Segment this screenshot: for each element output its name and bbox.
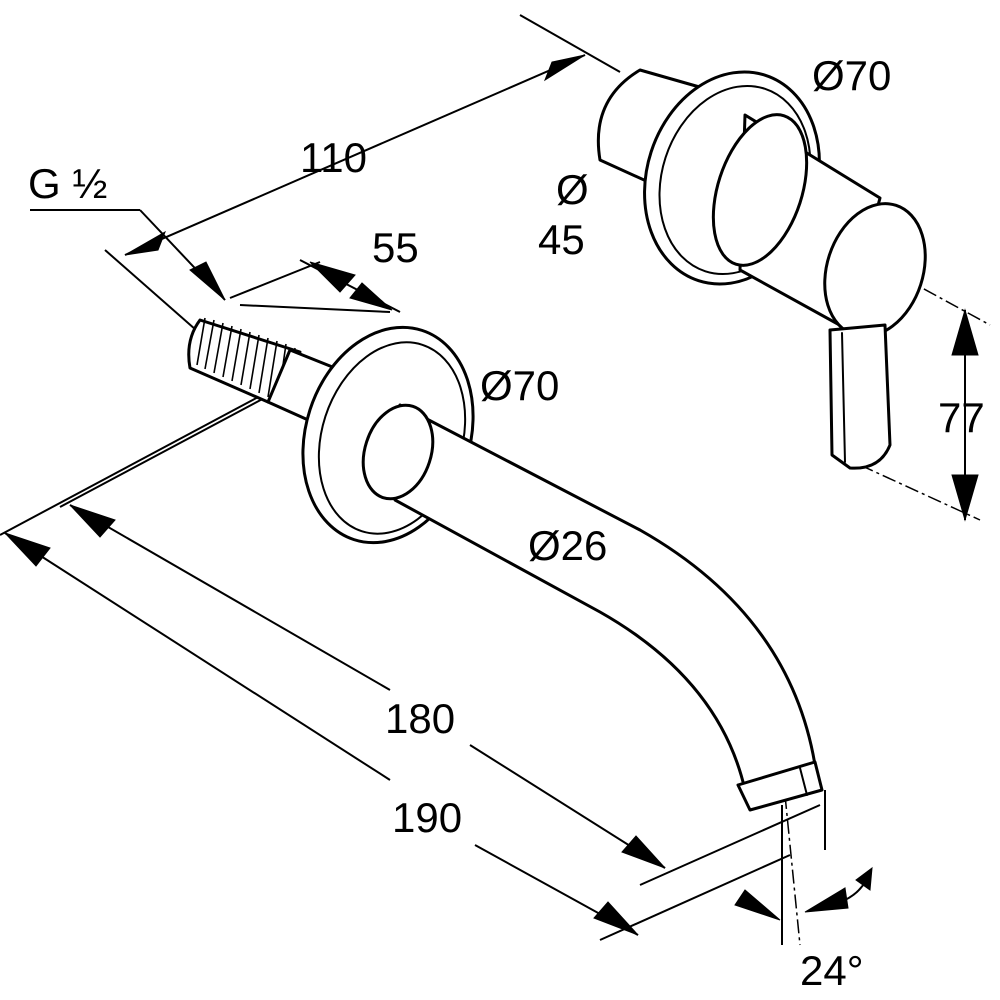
spout	[187, 317, 824, 812]
label-lever-height: 77	[938, 394, 985, 441]
dimension-labels: G ½ 110 55 Ø70 Ø 45 Ø70 Ø26 77 180 190 2…	[28, 52, 985, 994]
label-control-body-symbol: Ø	[556, 166, 589, 213]
label-control-body-value: 45	[538, 216, 585, 263]
label-thread-size: G ½	[28, 160, 107, 207]
label-control-rosette-diameter: Ø70	[812, 52, 891, 99]
label-projection-long: 190	[392, 794, 462, 841]
label-thread-length: 55	[372, 224, 419, 271]
label-wall-depth: 110	[300, 134, 367, 181]
spout-tube	[393, 403, 817, 792]
control-lever	[828, 323, 892, 470]
label-spout-diameter: Ø26	[528, 522, 607, 569]
label-spout-rosette-diameter: Ø70	[480, 362, 559, 409]
label-projection-short: 180	[385, 695, 455, 742]
label-outlet-angle: 24°	[800, 947, 864, 994]
control-unit	[596, 68, 927, 470]
